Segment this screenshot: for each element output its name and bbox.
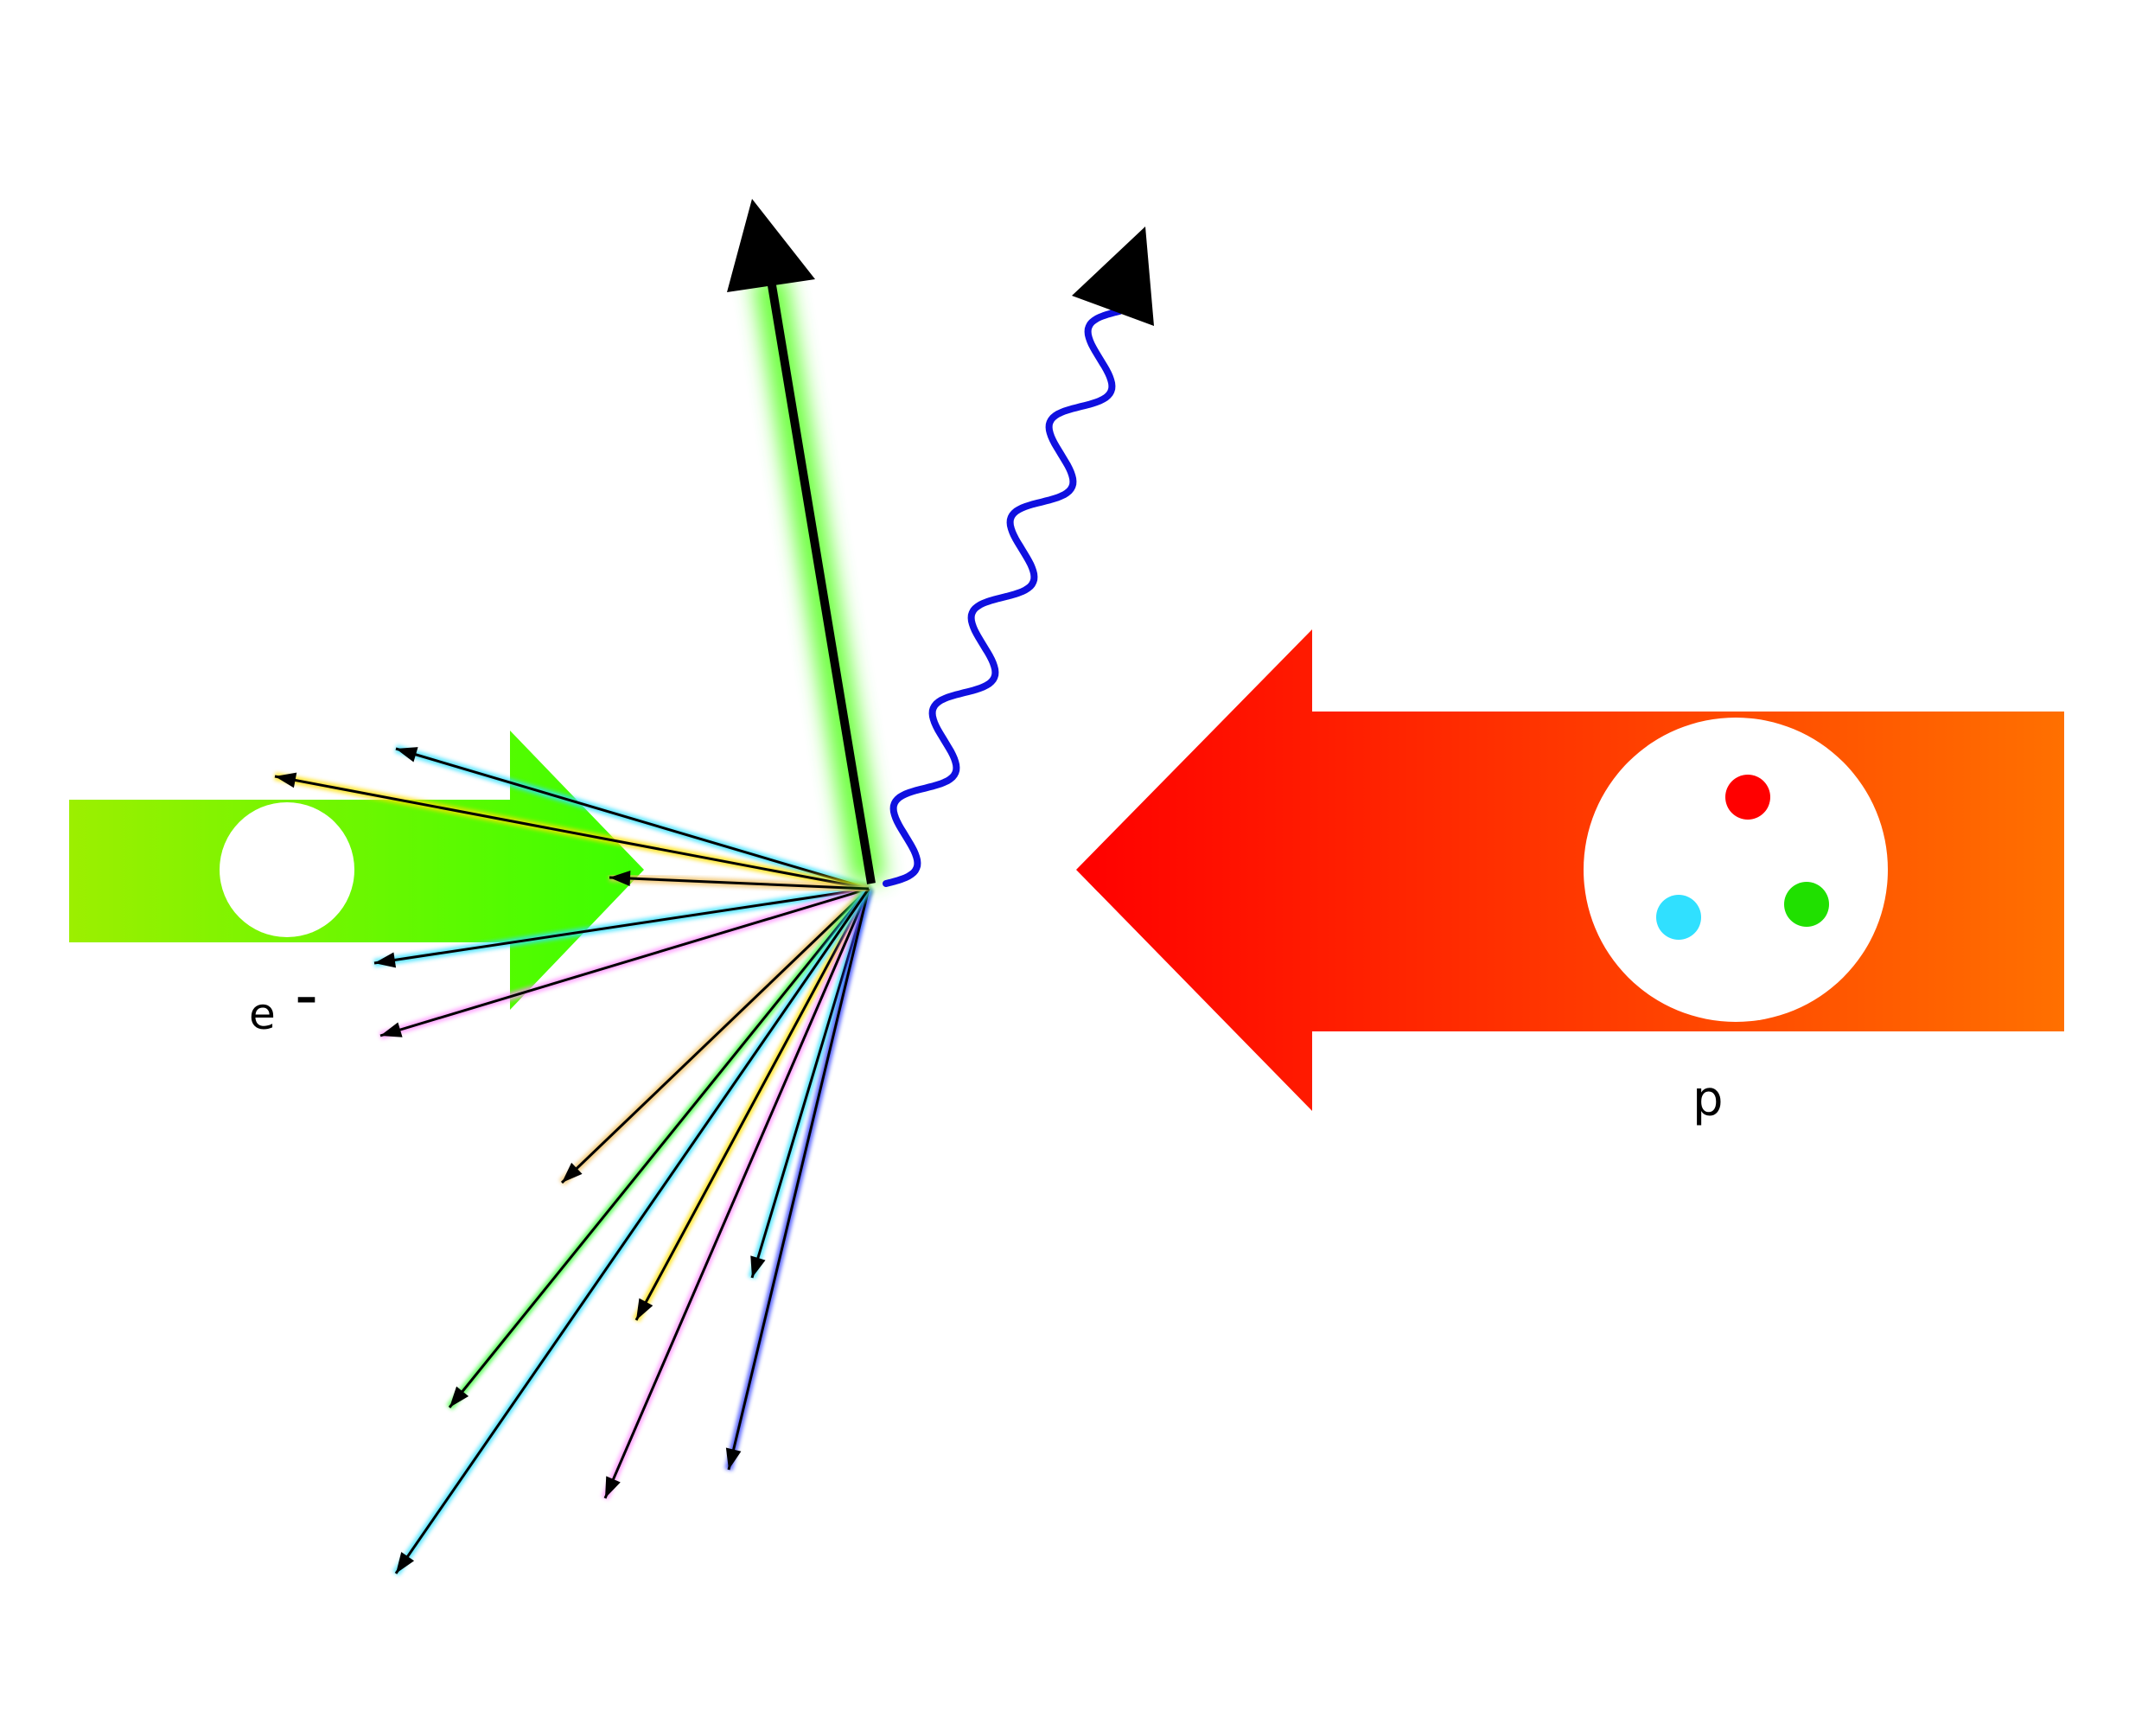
- track-line: [395, 747, 870, 890]
- quark-green: [1784, 882, 1829, 927]
- right-arrow-icon: [69, 731, 644, 1010]
- hadron-tracks: [274, 744, 873, 1576]
- track-line: [634, 888, 870, 1321]
- electron-sign-label: –: [296, 972, 317, 1022]
- jet-line: [766, 274, 876, 884]
- quark-cyan: [1656, 895, 1701, 940]
- proton-label: p: [1692, 1071, 1724, 1127]
- track-arrowhead-icon: [609, 871, 631, 887]
- up-arrow-icon: [727, 199, 815, 292]
- electron-beam: [69, 731, 644, 1010]
- track-arrowhead-icon: [396, 747, 418, 763]
- track-arrowhead-icon: [275, 772, 297, 788]
- track-line: [394, 888, 870, 1574]
- track-arrowhead-icon: [562, 1162, 583, 1183]
- electron-label: e: [249, 989, 276, 1039]
- track-arrowhead-icon: [396, 1552, 415, 1573]
- track-arrowhead-icon: [750, 1255, 766, 1278]
- track-line: [609, 876, 870, 890]
- track-line: [603, 888, 870, 1499]
- track-arrowhead-icon: [636, 1298, 653, 1320]
- track-line: [379, 887, 870, 1037]
- proton-circle: [1584, 718, 1888, 1022]
- track-line: [274, 775, 870, 890]
- track-line: [448, 888, 870, 1408]
- proton-beam: [1076, 629, 2064, 1111]
- track-line: [727, 888, 870, 1471]
- track-arrowhead-icon: [449, 1386, 469, 1407]
- quark-red: [1725, 775, 1770, 820]
- electron-circle: [220, 802, 354, 937]
- left-arrow-icon: [1076, 629, 2064, 1111]
- scattered-jet: [727, 199, 886, 885]
- wavy-arrow-icon: [1072, 227, 1154, 326]
- photon-wave: [883, 308, 1123, 887]
- track-arrowhead-icon: [380, 1022, 403, 1037]
- track-arrowhead-icon: [725, 1447, 742, 1470]
- track-line: [560, 887, 870, 1184]
- track-arrowhead-icon: [605, 1476, 621, 1498]
- track-line: [373, 887, 870, 965]
- scattered-photon: [883, 227, 1154, 887]
- track-arrowhead-icon: [374, 952, 397, 968]
